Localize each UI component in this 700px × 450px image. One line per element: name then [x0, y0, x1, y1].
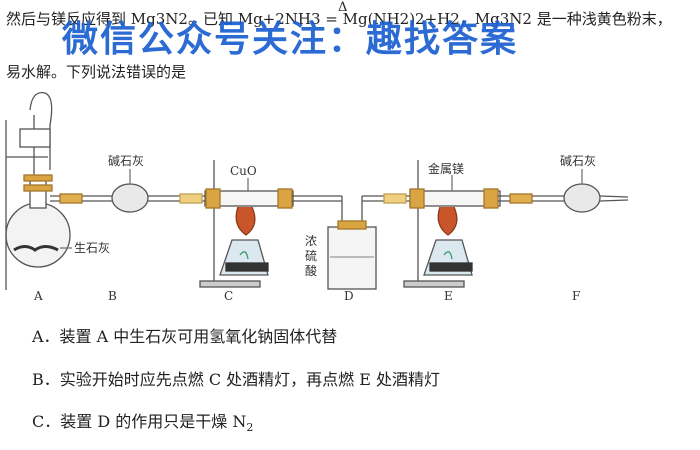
device-letter-e: E: [444, 289, 453, 303]
device-letter-b: B: [108, 289, 117, 303]
device-letter-d: D: [344, 289, 354, 303]
device-letter-f: F: [572, 289, 580, 303]
question-line-2: 易水解。下列说法错误的是: [6, 63, 187, 81]
label-conc-acid: 浓硫酸: [305, 234, 317, 278]
option-c-text: C．装置 D 的作用只是干燥 N: [32, 412, 247, 431]
device-c: [199, 160, 294, 288]
heat-symbol: Δ: [338, 0, 348, 15]
label-magnesium: 金属镁: [428, 161, 464, 176]
option-a: A．装置 A 中生石灰可用氢氧化钠固体代替: [32, 327, 338, 346]
device-d: [327, 193, 420, 290]
device-b: [111, 183, 210, 213]
label-cuo: CuO: [230, 164, 257, 178]
label-conc-acid-char: 浓: [305, 234, 317, 248]
label-conc-acid-char: 硫: [305, 248, 317, 263]
watermark-text: 微信公众号关注：趣找答案: [62, 19, 519, 60]
device-f: [563, 183, 629, 213]
label-conc-acid-char: 酸: [305, 263, 317, 278]
label-soda-lime-2: 碱石灰: [560, 154, 596, 168]
option-b: B．实验开始时应先点燃 C 处酒精灯，再点燃 E 处酒精灯: [32, 370, 441, 389]
apparatus-diagram: 生石灰 碱石灰 CuO 浓硫酸 金属镁 碱石灰 A B C D E F: [5, 91, 629, 303]
option-c-subscript: 2: [246, 421, 254, 434]
option-c: C．装置 D 的作用只是干燥 N2: [32, 412, 253, 438]
label-quicklime: 生石灰: [74, 241, 110, 255]
label-soda-lime-1: 碱石灰: [108, 154, 144, 168]
device-a: [5, 91, 71, 290]
question-line-1: 然后与镁反应得到 Mg3N2。已知 Mg+2NH3 = Mg(NH2)2+H2，…: [6, 10, 672, 28]
device-e: [403, 160, 501, 288]
device-letter-c: C: [224, 289, 233, 303]
device-letter-a: A: [33, 289, 43, 303]
